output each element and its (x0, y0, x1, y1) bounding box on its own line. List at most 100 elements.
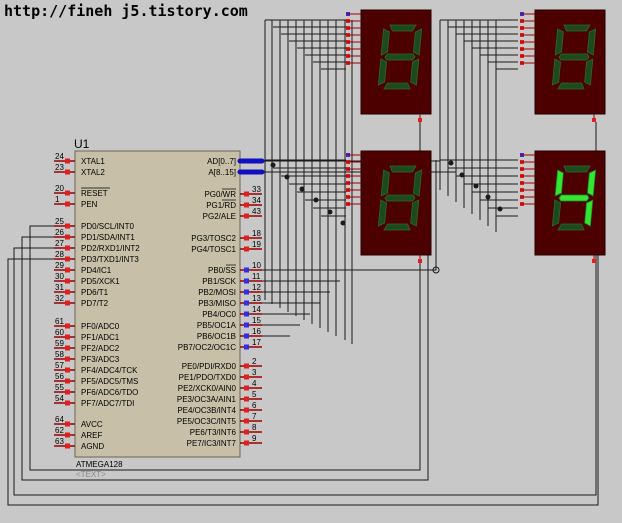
pin-marker (65, 421, 70, 427)
pin-number: 9 (252, 434, 257, 443)
pin-marker (244, 344, 249, 350)
pin-number: 2 (252, 357, 257, 366)
segment-c (584, 58, 594, 86)
pin-name: PF5/ADC5/TMS (81, 377, 138, 386)
pin-name: AD[0..7] (207, 157, 236, 166)
pin-name: XTAL2 (81, 168, 105, 177)
pin-number: 14 (252, 305, 261, 314)
pin-marker (65, 289, 70, 295)
pin-name: PD2/RXD1/INT2 (81, 244, 140, 253)
pin-number: 11 (252, 272, 261, 281)
wire (7, 258, 599, 506)
pin-marker (244, 191, 249, 197)
pin-marker (65, 432, 70, 438)
pin-number: 62 (55, 426, 64, 435)
pin-number: 32 (55, 294, 64, 303)
pin-name: PEN (81, 200, 98, 209)
pin-name: PB5/OC1A (197, 321, 237, 330)
segment-d (383, 223, 411, 231)
pin-name: PE1/PDO/TXD0 (179, 373, 237, 382)
pin-number: 20 (55, 184, 64, 193)
pin-marker (65, 223, 70, 229)
pin-name: AREF (81, 431, 102, 440)
pin-marker (65, 234, 70, 240)
pin-marker (65, 278, 70, 284)
junction-dot (473, 183, 479, 189)
pin-number: 61 (55, 317, 64, 326)
wire (350, 160, 437, 271)
pin-name: XTAL1 (81, 157, 105, 166)
segment-b (587, 28, 597, 56)
pin-name: PB4/OC0 (202, 310, 236, 319)
pin-marker (244, 235, 249, 241)
pin-name: PD4/IC1 (81, 266, 112, 275)
pin-name: PE0/PDI/RXD0 (182, 362, 237, 371)
pin-marker (65, 245, 70, 251)
pin-marker (65, 378, 70, 384)
pin-name: PD3/TXD1/INT3 (81, 255, 139, 264)
segment-b (587, 169, 597, 197)
pin-name: PB3/MISO (198, 299, 236, 308)
pin-marker (65, 356, 70, 362)
pin-number: 25 (55, 217, 64, 226)
segment-d (557, 223, 585, 231)
chip-left-pins: 24XTAL123XTAL220RESET1PEN25PD0/SCL/INT02… (54, 152, 140, 451)
pin-marker (65, 300, 70, 306)
pin-name: AVCC (81, 420, 103, 429)
pin-name: PB7/OC2/OC1C (178, 343, 236, 352)
pin-number: 58 (55, 350, 64, 359)
segment-a (389, 24, 417, 32)
junction-dot (340, 220, 346, 226)
pin-marker (65, 190, 70, 196)
pin-number: 10 (252, 261, 261, 270)
pin-number: 12 (252, 283, 261, 292)
pin-name: PE5/OC3C/INT5 (177, 417, 237, 426)
pin-marker (244, 322, 249, 328)
pin-marker (244, 374, 249, 380)
pin-name: PG0/WR (204, 190, 236, 199)
segment-g (558, 194, 590, 202)
segment-c (584, 199, 594, 227)
pin-name: PB0/SS (208, 266, 236, 275)
pin-number: 3 (252, 368, 257, 377)
junction-dot (284, 174, 290, 180)
pin-marker (65, 400, 70, 406)
pin-name: PE7/IC3/INT7 (187, 439, 237, 448)
pin-number: 13 (252, 294, 261, 303)
wire (29, 122, 421, 471)
chip-ref-label: U1 (74, 137, 90, 151)
pin-name: PF1/ADC1 (81, 333, 120, 342)
pin-number: 34 (252, 196, 261, 205)
pin-name: PF2/ADC2 (81, 344, 120, 353)
pin-marker (244, 246, 249, 252)
pin-name: PD1/SDA/INT1 (81, 233, 135, 242)
pin-name: PE2/XCK0/AIN0 (178, 384, 237, 393)
pin-number: 54 (55, 394, 64, 403)
atmega128-chip[interactable]: U1 ATMEGA128 <TEXT> 24XTAL123XTAL220RESE… (54, 137, 265, 479)
pin-number: 57 (55, 361, 64, 370)
display-middle-right (520, 150, 606, 263)
chip-body (74, 150, 241, 458)
